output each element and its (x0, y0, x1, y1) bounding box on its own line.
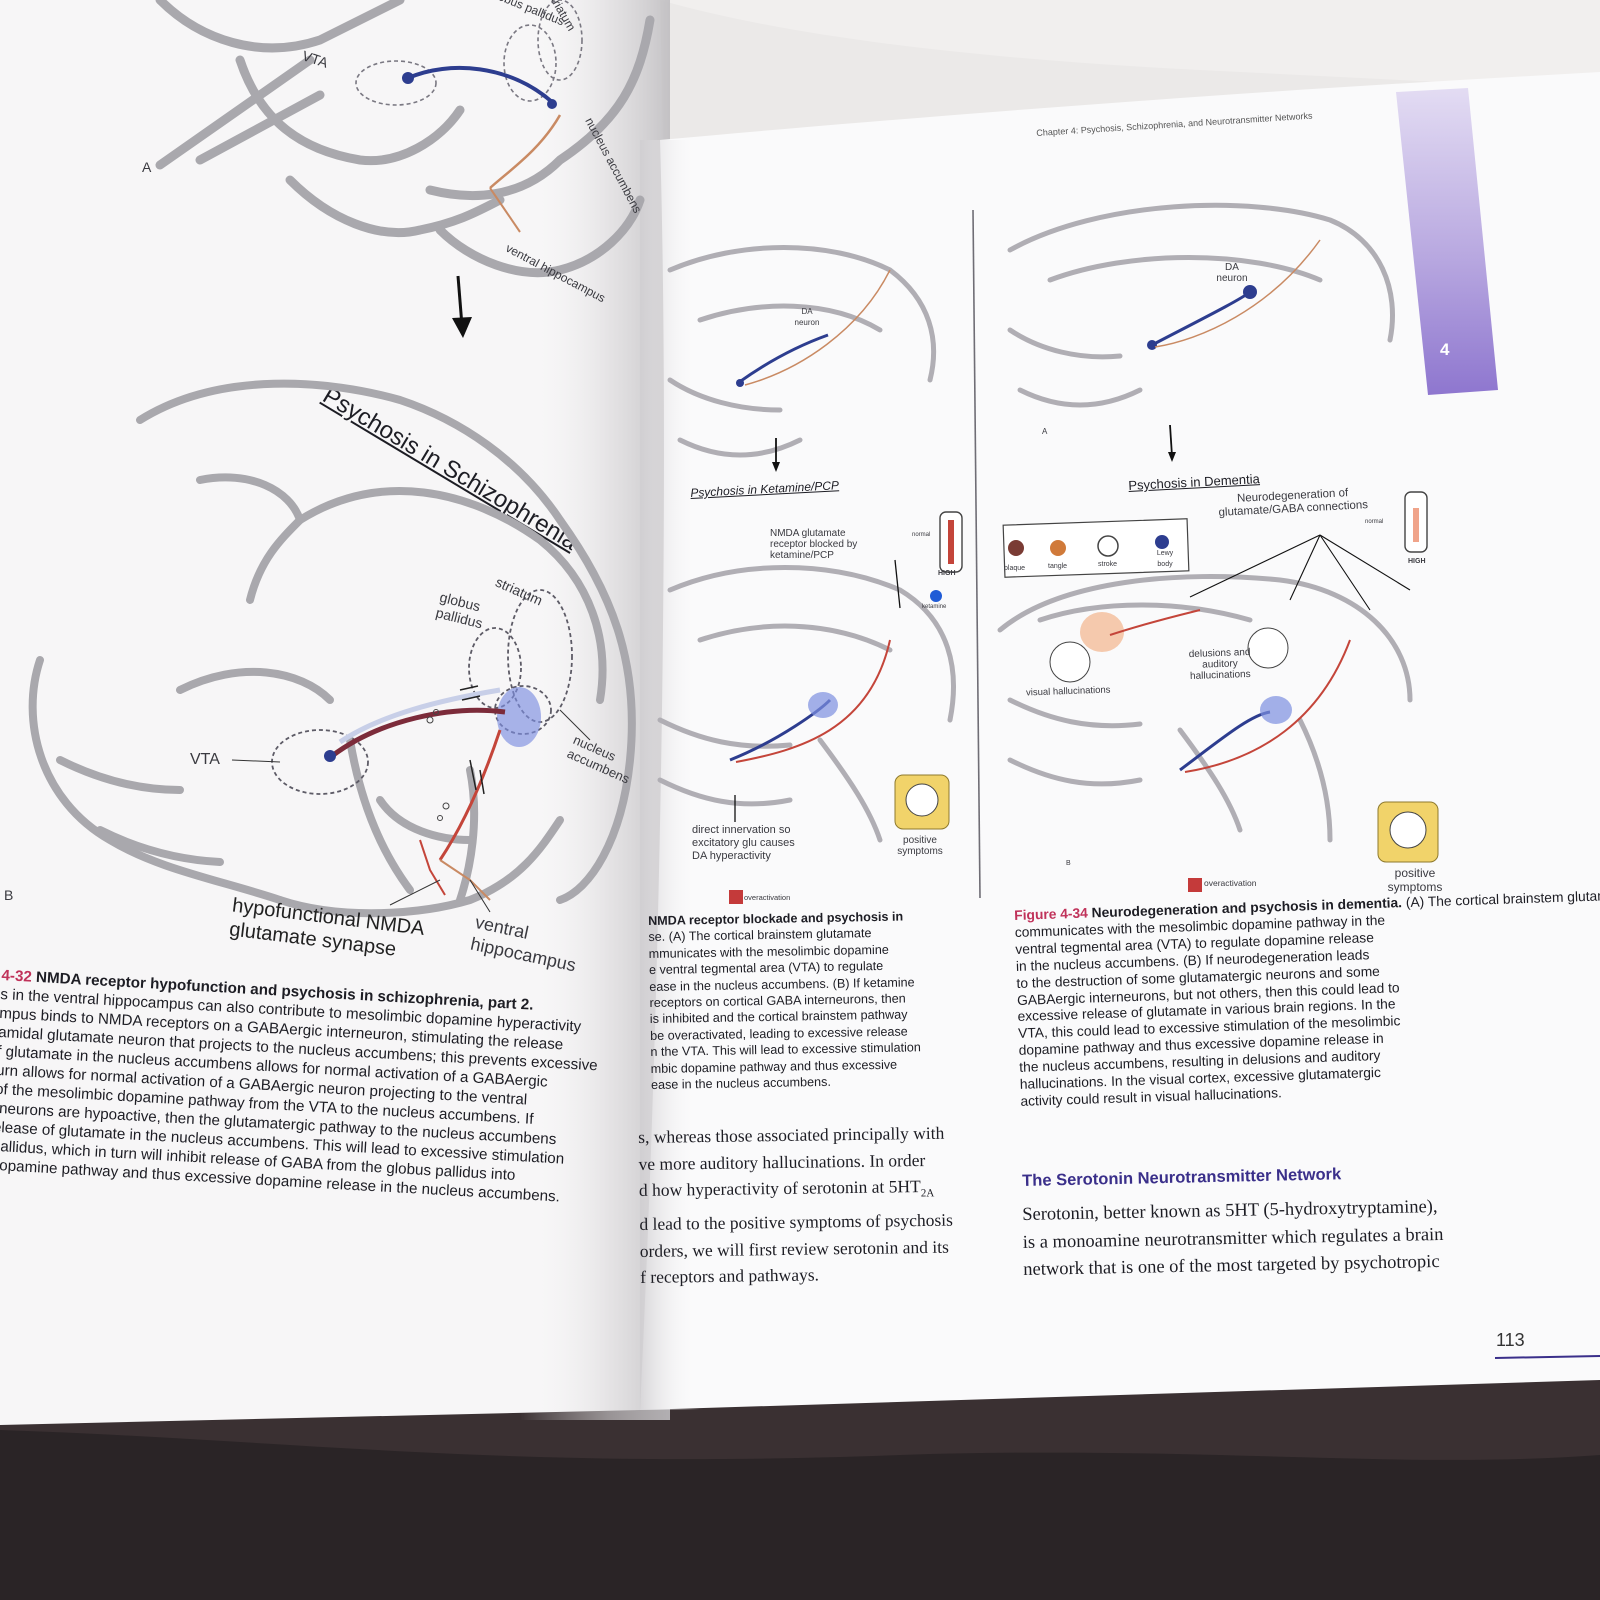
legend-lewy-body: Lewy body (1156, 550, 1174, 568)
ketamine-molecule-label: ketamine (922, 604, 947, 610)
legend-tangle: tangle (1048, 563, 1068, 570)
panel-a-label: A (142, 159, 152, 175)
dementia-panel-b: B (1066, 860, 1071, 867)
legend-plaque: plaque (1004, 565, 1026, 572)
figure-4-34-label: Figure 4-34 (1014, 905, 1089, 923)
ketamine-da-neuron-label: DA neuron (794, 307, 820, 327)
delusions-label: delusions and auditory hallucinations (1188, 646, 1251, 683)
serotonin-section-text: Serotonin, better known as 5HT (5-hydrox… (1022, 1194, 1444, 1285)
ketamine-thermo-high: HIGH (938, 570, 956, 577)
nmda-blocked-label: NMDA glutamate receptor blocked by ketam… (770, 528, 858, 561)
ketamine-thermo-normal: normal (912, 532, 931, 538)
figure-4-34-caption: Figure 4-34 Neurodegeneration and psycho… (1014, 886, 1600, 1111)
dementia-da-neuron-label: DA neuron (1216, 262, 1248, 284)
panel-b-label: B (4, 887, 14, 903)
vta-label-b: VTA (190, 751, 220, 768)
dementia-panel-a: A (1042, 427, 1048, 436)
direct-innervation-label: direct innervation so excitatory glu cau… (692, 824, 795, 862)
ketamine-positive-symptoms: positive symptoms (897, 835, 943, 857)
ketamine-overactivation-legend: overactivation (744, 893, 791, 902)
dementia-overactivation-legend: overactivation (1204, 878, 1257, 888)
page-number: 113 (1496, 1330, 1525, 1350)
legend-stroke: stroke (1098, 561, 1118, 568)
chapter-tab-number: 4 (1440, 340, 1450, 359)
dementia-thermo-normal: normal (1365, 519, 1384, 525)
dementia-positive-symptoms: positive symptoms (1387, 866, 1443, 894)
dementia-thermo-high: HIGH (1408, 558, 1426, 565)
